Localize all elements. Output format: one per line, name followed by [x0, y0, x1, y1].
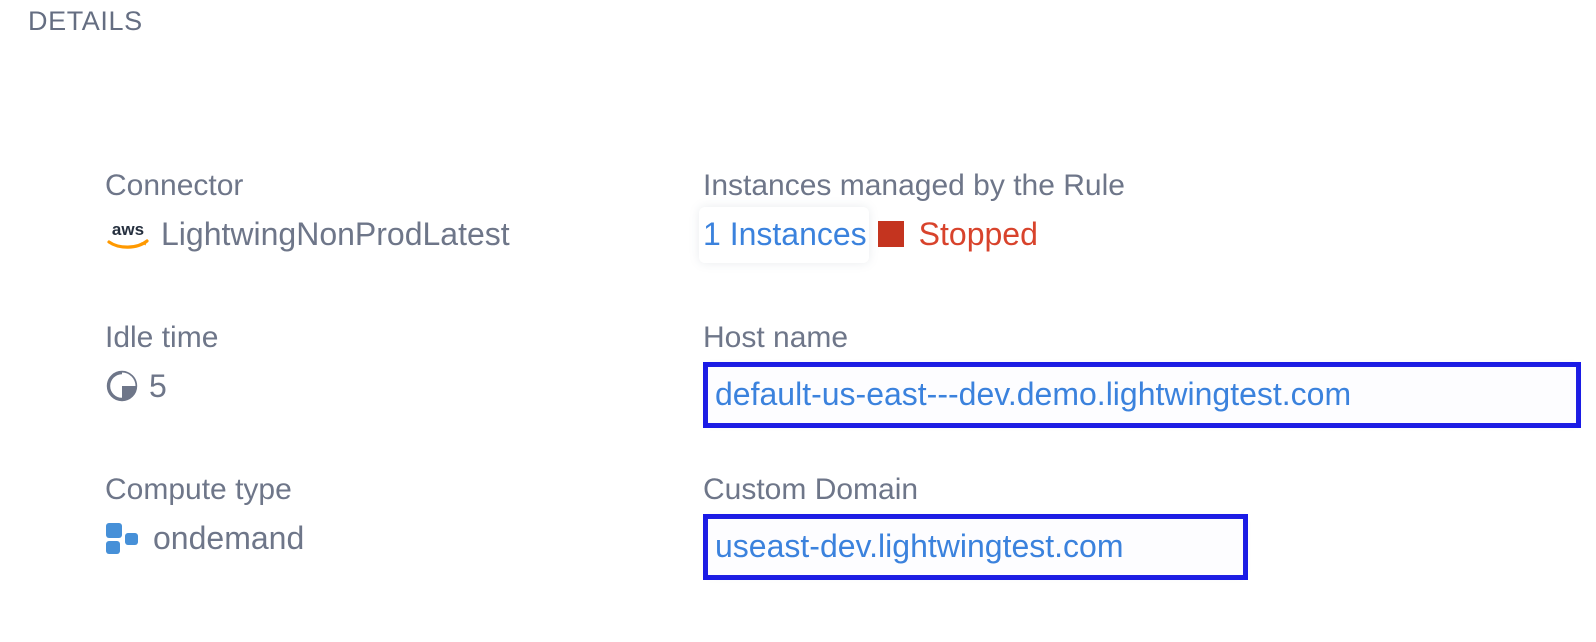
compute-blocks-icon — [105, 521, 143, 555]
host-name-link[interactable]: default-us-east---dev.demo.lightwingtest… — [708, 367, 1576, 423]
details-row: Connector aws LightwingNonProdLatest Ins… — [0, 168, 1596, 320]
compute-type-label: Compute type — [105, 473, 292, 506]
page-title: DETAILS — [28, 6, 143, 36]
idle-time-value-row: 5 — [105, 366, 218, 406]
status-label: Stopped — [918, 216, 1038, 252]
details-row: Idle time 5 Host name default-us-east---… — [0, 320, 1596, 472]
connector-name: LightwingNonProdLatest — [161, 216, 510, 252]
instances-label: Instances managed by the Rule — [703, 169, 1125, 202]
field-host-name: Host name default-us-east---dev.demo.lig… — [703, 320, 1581, 428]
status-badge: Stopped — [877, 214, 1038, 254]
idle-time-label: Idle time — [105, 321, 219, 354]
details-row: Compute type ondemand Custom Domain usea… — [0, 472, 1596, 624]
custom-domain-highlight-box: useast-dev.lightwingtest.com — [703, 514, 1248, 580]
field-custom-domain: Custom Domain useast-dev.lightwingtest.c… — [703, 472, 1248, 580]
host-name-label: Host name — [703, 321, 849, 354]
compute-type-value-row: ondemand — [105, 518, 304, 558]
details-grid: Connector aws LightwingNonProdLatest Ins… — [0, 168, 1596, 624]
compute-type-value: ondemand — [153, 520, 305, 556]
field-compute-type: Compute type ondemand — [105, 472, 304, 558]
stopped-square-icon — [877, 221, 904, 247]
field-idle-time: Idle time 5 — [105, 320, 218, 406]
custom-domain-link[interactable]: useast-dev.lightwingtest.com — [708, 519, 1243, 575]
svg-text:aws: aws — [112, 220, 144, 239]
clock-pie-icon — [105, 369, 139, 403]
connector-label: Connector — [105, 169, 244, 202]
connector-value-row: aws LightwingNonProdLatest — [105, 214, 510, 254]
instances-value-row: 1 Instances Stopped — [699, 207, 1125, 263]
custom-domain-label: Custom Domain — [703, 473, 919, 506]
field-instances: Instances managed by the Rule 1 Instance… — [699, 168, 1125, 263]
field-connector: Connector aws LightwingNonProdLatest — [105, 168, 510, 254]
idle-time-value: 5 — [149, 368, 167, 404]
instances-count-link[interactable]: 1 Instances — [699, 207, 869, 263]
host-name-highlight-box: default-us-east---dev.demo.lightwingtest… — [703, 362, 1581, 428]
aws-logo-icon: aws — [105, 217, 151, 251]
